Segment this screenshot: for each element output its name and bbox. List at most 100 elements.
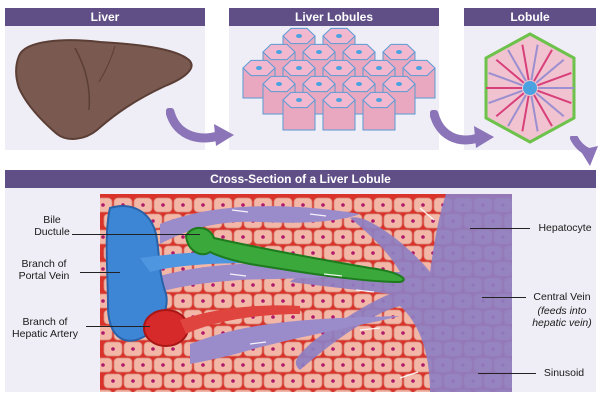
lobule-central-dot [356, 82, 362, 86]
hepatocyte-nucleus [201, 203, 205, 207]
hepatocyte-nucleus [401, 331, 405, 335]
hepatic-artery-label: Branch of Hepatic Artery [4, 316, 86, 340]
hepatocyte-nucleus [211, 283, 215, 287]
hepatocyte-nucleus [181, 299, 185, 303]
sinusoid-leader [478, 373, 536, 374]
hepatocyte-cell [174, 390, 192, 392]
hepatocyte-nucleus [391, 347, 395, 351]
hepatocyte-nucleus [151, 347, 155, 351]
hepatocyte-nucleus [421, 363, 425, 367]
hepatocyte-nucleus [411, 379, 415, 383]
hepatocyte-nucleus [341, 299, 345, 303]
hepatocyte-nucleus [291, 379, 295, 383]
hepatocyte-nucleus [361, 299, 365, 303]
lobule-central-dot [396, 50, 402, 54]
hepatocyte-nucleus [421, 203, 425, 207]
hepatocyte-nucleus [131, 379, 135, 383]
hepatocyte-cell [374, 390, 392, 392]
hepatocyte-nucleus [251, 283, 255, 287]
hepatocyte-nucleus [281, 299, 285, 303]
hepatocyte-nucleus [301, 299, 305, 303]
lobule-central-dot [316, 50, 322, 54]
hepatocyte-nucleus [371, 251, 375, 255]
lobule-central-dot [316, 82, 322, 86]
curved-arrow-icon [566, 136, 601, 170]
hepatocyte-nucleus [271, 283, 275, 287]
central-vein-leader [482, 297, 526, 298]
hepatocyte-nucleus [281, 235, 285, 239]
hepatocyte-nucleus [181, 203, 185, 207]
bile-ductule-label: Bile Ductule [32, 214, 72, 238]
lobule-central-dot [416, 66, 422, 70]
hepatocyte-nucleus [401, 363, 405, 367]
hepatocyte-nucleus [101, 203, 105, 207]
hepatocyte-nucleus [181, 267, 185, 271]
hepatocyte-nucleus [251, 379, 255, 383]
hepatocyte-nucleus [281, 203, 285, 207]
lobule-central-dot [296, 34, 302, 38]
hepatocyte-nucleus [331, 347, 335, 351]
hepatocyte-nucleus [381, 363, 385, 367]
hepatocyte-nucleus [201, 299, 205, 303]
hepatocyte-nucleus [161, 363, 165, 367]
hepatocyte-nucleus [281, 363, 285, 367]
hepatocyte-nucleus [361, 331, 365, 335]
hepatocyte-nucleus [221, 363, 225, 367]
hepatocyte-nucleus [291, 283, 295, 287]
sinusoid-label: Sinusoid [536, 367, 592, 379]
hepatocyte-nucleus [101, 331, 105, 335]
hepatocyte-nucleus [391, 379, 395, 383]
hepatocyte-nucleus [101, 235, 105, 239]
portal-vein-leader [80, 272, 120, 273]
hepatocyte-cell [234, 390, 252, 392]
hepatocyte-nucleus [371, 219, 375, 223]
hepatocyte-nucleus [111, 379, 115, 383]
hepatocyte-cell [394, 390, 412, 392]
portal-vein-label: Branch of Portal Vein [8, 258, 80, 282]
hepatocyte-nucleus [301, 235, 305, 239]
hepatocyte-nucleus [331, 379, 335, 383]
hepatocyte-nucleus [351, 251, 355, 255]
hepatocyte-nucleus [341, 203, 345, 207]
hepatocyte-nucleus [131, 347, 135, 351]
hepatocyte-nucleus [261, 299, 265, 303]
hepatocyte-nucleus [261, 363, 265, 367]
hepatocyte-nucleus [221, 235, 225, 239]
hepatocyte-cell [114, 390, 132, 392]
hepatocyte-nucleus [381, 331, 385, 335]
hepatocyte-nucleus [171, 379, 175, 383]
hepatocyte-nucleus [401, 235, 405, 239]
lobule-central-dot [356, 50, 362, 54]
hepatocyte-nucleus [321, 203, 325, 207]
hepatocyte-cell [334, 390, 352, 392]
lobule-central-dot [336, 66, 342, 70]
hepatocyte-nucleus [331, 251, 335, 255]
curved-arrow-icon [430, 110, 496, 150]
hepatocyte-nucleus [151, 379, 155, 383]
lobule-central-vein [523, 81, 537, 95]
lobule-central-dot [256, 66, 262, 70]
hepatocyte-nucleus [341, 235, 345, 239]
lobule-central-dot [376, 66, 382, 70]
hepatocyte-nucleus [231, 283, 235, 287]
hepatocyte-cell [314, 390, 332, 392]
hepatocyte-nucleus [421, 235, 425, 239]
hepatocyte-cell [254, 390, 272, 392]
hepatocyte-nucleus [171, 347, 175, 351]
hepatocyte-nucleus [291, 347, 295, 351]
hepatocyte-nucleus [101, 363, 105, 367]
hepatocyte-cell [414, 390, 432, 392]
hepatocyte-cell [154, 390, 172, 392]
curved-arrow-icon [166, 108, 236, 148]
hepatocyte-nucleus [321, 363, 325, 367]
hepatocyte-nucleus [341, 363, 345, 367]
hepatocyte-nucleus [221, 299, 225, 303]
hepatocyte-nucleus [241, 363, 245, 367]
hepatocyte-nucleus [361, 203, 365, 207]
hepatocyte-cell [214, 390, 232, 392]
hepatic-artery-leader [86, 326, 150, 327]
bile-ductule-leader [72, 234, 200, 235]
hepatocyte-label: Hepatocyte [532, 222, 598, 234]
hepatocyte-cell [194, 390, 212, 392]
hepatocyte-nucleus [141, 363, 145, 367]
